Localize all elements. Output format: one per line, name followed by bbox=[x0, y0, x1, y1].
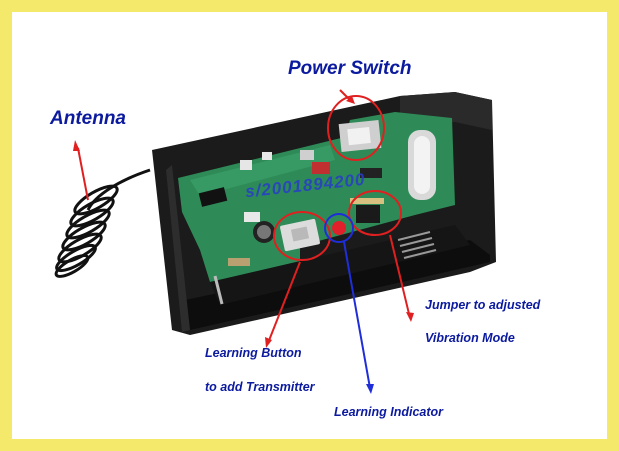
learning-button-callout bbox=[273, 211, 331, 261]
label-learning-button-line2: to add Transmitter bbox=[205, 380, 315, 394]
label-antenna: Antenna bbox=[50, 108, 126, 129]
antenna-coil bbox=[54, 168, 151, 278]
circuit-board bbox=[178, 112, 455, 282]
label-learning-indicator: Learning Indicator bbox=[334, 405, 444, 419]
label-jumper-line1: Jumper to adjusted bbox=[425, 298, 541, 312]
jumper-callout bbox=[348, 190, 402, 236]
battery-compartment bbox=[210, 225, 470, 305]
power-switch-callout bbox=[327, 95, 385, 161]
callout-markers bbox=[73, 89, 414, 394]
label-power-switch: Power Switch bbox=[288, 58, 412, 79]
learning-indicator-callout bbox=[324, 213, 354, 243]
label-jumper-line2: Vibration Mode bbox=[425, 331, 515, 345]
label-learning-button-line1: Learning Button bbox=[205, 346, 302, 360]
